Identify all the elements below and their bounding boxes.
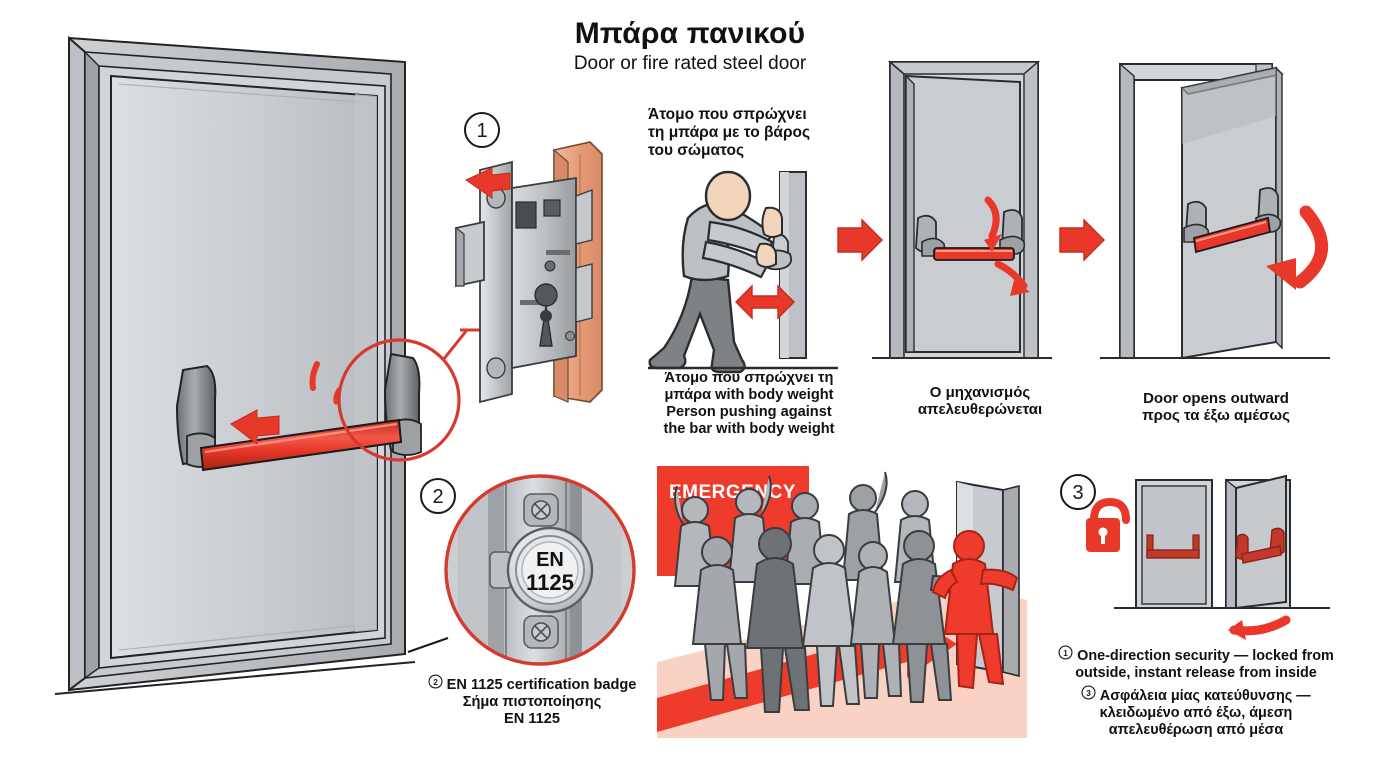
person-pushing-illustration: [648, 170, 838, 374]
legend-item-3-marker: 3: [1081, 685, 1096, 700]
legend-item-3-line3: απελευθέρωση από μέσα: [1108, 722, 1284, 739]
closed-door-figure: [1135, 479, 1213, 609]
marker-one: 1: [464, 112, 500, 148]
page-title: Μπάρα πανικού: [574, 17, 806, 50]
marker-two-label: 2: [432, 486, 443, 508]
page-subtitle: Door or fire rated steel door: [573, 52, 807, 74]
title-block: Μπάρα πανικού Door or fire rated steel d…: [438, 18, 942, 74]
mortise-lock-detail: [455, 141, 603, 404]
caption-push-bottom-l4: the bar with body weight: [663, 420, 835, 437]
caption-badge-marker-label: 2: [433, 678, 438, 687]
legend-item-3-marker-label: 3: [1087, 688, 1092, 697]
marker-one-label: 1: [476, 120, 487, 142]
caption-mechanism-l1: Ο μηχανισμός: [929, 384, 1031, 401]
callout-circle: [337, 338, 461, 462]
caption-push-bottom: Άτομο που σπρώχνει τη μπάρα with body we…: [640, 370, 858, 438]
en1125-badge-magnifier: EN 1125: [407, 474, 636, 666]
sequence-arrow-1: [837, 218, 883, 262]
legend-item-1-line1: One-direction security — locked from: [1077, 648, 1334, 664]
legend-item-3-line1: Ασφάλεια μίας κατεύθυνσης —: [1099, 687, 1311, 704]
legend-item-3-line2: κλειδωμένο από έξω, άμεση: [1099, 704, 1293, 721]
legend-item-1-marker: 1: [1058, 645, 1073, 660]
caption-push-top-l1: Άτομο που σπρώχνει: [648, 106, 807, 123]
badge-line2: 1125: [526, 570, 574, 595]
caption-push-top-l3: του σώματος: [648, 141, 745, 159]
marker-three-label: 3: [1072, 482, 1083, 504]
caption-opens-outward: Door opens outward προς τα έξω αμέσως: [1112, 390, 1320, 425]
caption-push-top-l2: τη μπάρα με το βάρος: [648, 123, 811, 141]
badge-line1: EN: [536, 549, 564, 571]
unlocked-padlock-icon: [1086, 497, 1130, 552]
caption-badge-marker: 2: [428, 674, 443, 689]
marker-two: 2: [420, 478, 456, 514]
caption-mechanism: Ο μηχανισμός απελευθερώνεται: [880, 384, 1080, 419]
legend-item-1-marker-label: 1: [1063, 649, 1068, 658]
red-evacuee-figure: [931, 530, 1019, 690]
sequence-arrow-2: [1059, 218, 1105, 262]
caption-push-bottom-l2: μπάρα with body weight: [664, 386, 834, 403]
caption-push-top: Άτομο που σπρώχνει τη μπάρα με το βάρος …: [648, 106, 848, 160]
main-door-illustration: [54, 35, 475, 695]
caption-badge-l3: EN 1125: [504, 710, 560, 727]
caption-push-bottom-l3: Person pushing against: [666, 403, 832, 420]
open-door-figure: [1225, 474, 1328, 610]
caption-opens-outward-l1: Door opens outward: [1143, 390, 1289, 407]
legend-item-1: 1 One-direction security — locked from o…: [1022, 645, 1370, 683]
caption-badge: 2 EN 1125 certification badge Σήμα πιστο…: [398, 674, 666, 728]
legend-item-3: 3 Ασφάλεια μίας κατεύθυνσης — κλειδωμένο…: [1022, 685, 1370, 740]
emergency-evacuation-panel: EMERGENCY: [657, 466, 1027, 738]
one-direction-security-illustration: [1086, 474, 1330, 640]
legend-item-1-line2: outside, instant release from inside: [1075, 665, 1317, 682]
caption-mechanism-l2: απελευθερώνεται: [917, 401, 1043, 419]
caption-badge-l2: Σήμα πιστοποίησης: [462, 693, 602, 710]
marker-three: 3: [1060, 474, 1096, 510]
caption-badge-l1: EN 1125 certification badge: [446, 677, 637, 693]
caption-push-bottom-l1: Άτομο που σπρώχνει τη: [664, 370, 834, 386]
door-mechanism-illustration: [872, 60, 1052, 359]
caption-opens-outward-l2: προς τα έξω αμέσως: [1142, 407, 1290, 425]
legend-block: 1 One-direction security — locked from o…: [1022, 645, 1370, 739]
double-arrow-icon: [735, 284, 795, 320]
door-open-illustration: [1100, 62, 1330, 360]
